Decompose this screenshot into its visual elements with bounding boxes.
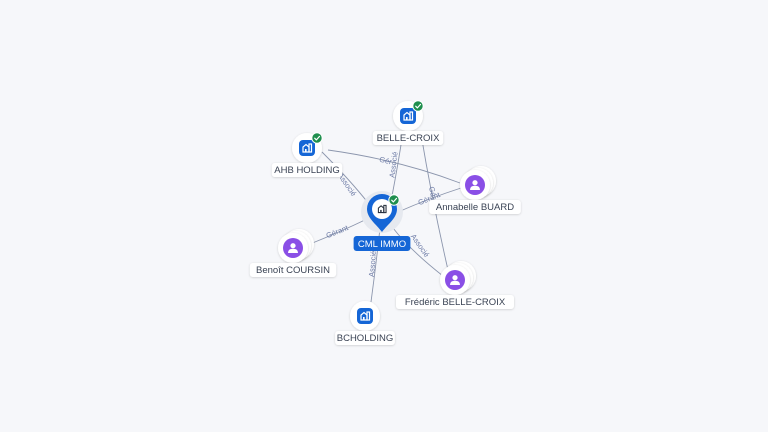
user-icon — [450, 275, 460, 285]
node-label-frederic-belle-croix: Frédéric BELLE-CROIX — [396, 295, 514, 309]
edge-frederic-belle-croix-to-center: Associé — [392, 227, 444, 277]
edge-label: Gérant — [325, 223, 350, 240]
node-belle-croix[interactable]: BELLE-CROIX — [372, 100, 444, 145]
verified-check-icon — [388, 194, 400, 206]
edge-label: Associé — [367, 250, 378, 277]
center-label: CML IMMO — [353, 236, 411, 251]
node-label-annabelle-buard: Annabelle BUARD — [429, 200, 521, 214]
node-annabelle-buard[interactable]: Annabelle BUARD — [429, 166, 521, 214]
node-label-text: BELLE-CROIX — [377, 133, 440, 144]
node-label-benoit-coursin: Benoît COURSIN — [249, 263, 337, 277]
edge-label: Gé — [427, 186, 438, 198]
edge-label: Associé — [409, 232, 431, 259]
edge-ahb-holding-to-center: Associé — [321, 151, 370, 205]
node-label-bcholding: BCHOLDING — [335, 331, 395, 345]
edge-line — [397, 187, 462, 213]
edge-line — [327, 149, 461, 184]
edge-line — [392, 227, 444, 277]
user-icon — [470, 180, 480, 190]
edge-label: Gér — [378, 155, 393, 167]
edge-bcholding-to-center: Associé — [367, 227, 381, 303]
center-label-text: CML IMMO — [358, 239, 406, 250]
node-label-text: AHB HOLDING — [274, 165, 339, 176]
node-benoit-coursin[interactable]: Benoît COURSIN — [249, 229, 337, 277]
building-icon — [302, 143, 313, 153]
node-ahb-holding[interactable]: AHB HOLDING — [271, 132, 343, 177]
verified-check-icon — [311, 132, 323, 144]
center-node[interactable]: CML IMMO — [353, 191, 411, 251]
user-icon — [288, 243, 298, 253]
node-bcholding[interactable]: BCHOLDING — [335, 301, 395, 345]
building-icon — [377, 204, 387, 214]
edge-label: Associé — [387, 151, 399, 178]
node-label-text: Frédéric BELLE-CROIX — [405, 297, 506, 308]
node-label-text: BCHOLDING — [337, 333, 393, 344]
nodes-layer: BELLE-CROIX AHB HOLDING Annabelle BUARD Ben… — [249, 100, 521, 345]
edge-line — [370, 227, 381, 303]
node-frederic-belle-croix[interactable]: Frédéric BELLE-CROIX — [396, 261, 514, 309]
edge-annabelle-buard-to-ahb-holding: Gér — [327, 149, 461, 184]
node-label-belle-croix: BELLE-CROIX — [372, 131, 444, 145]
node-label-text: Benoît COURSIN — [256, 265, 330, 276]
node-label-ahb-holding: AHB HOLDING — [271, 163, 343, 177]
verified-check-icon — [412, 100, 424, 112]
building-icon — [403, 111, 414, 121]
edge-line — [309, 218, 368, 245]
node-label-text: Annabelle BUARD — [436, 202, 514, 213]
building-icon — [360, 311, 371, 321]
